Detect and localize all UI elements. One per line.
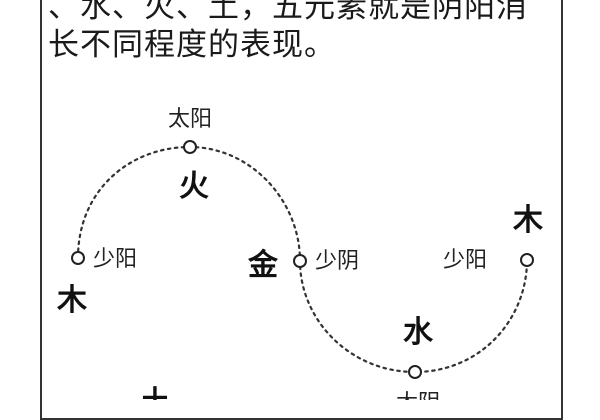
element-water: 水 (403, 315, 434, 350)
paragraph-line-2: 长不同程度的表现。 (48, 27, 336, 63)
node-marker-shaoyang-left (71, 251, 85, 265)
yin-yang-wave-diagram: 太阳 少阳 少阴 少阳 太阴 火 木 金 水 木 土 (56, 107, 543, 400)
node-marker-shaoyang-right (520, 253, 534, 267)
element-wood-left: 木 (56, 283, 87, 318)
node-marker-taiyin (408, 365, 422, 379)
intro-paragraph: 、水、火、土，五元素就是阴阳消 长不同程度的表现。 (48, 0, 558, 64)
node-marker-taiyang (183, 140, 197, 154)
element-metal: 金 (247, 248, 279, 283)
label-shaoyin: 少阴 (315, 249, 359, 274)
label-taiyin: 太阴 (396, 391, 440, 400)
label-shaoyang-right: 少阳 (443, 248, 487, 273)
label-shaoyang-left: 少阳 (93, 247, 137, 272)
paragraph-line-1: 、水、火、土，五元素就是阴阳消 (48, 0, 528, 25)
element-earth: 土 (140, 385, 170, 400)
label-taiyang: 太阳 (168, 107, 212, 132)
node-marker-shaoyin (293, 254, 307, 268)
element-fire: 火 (179, 169, 209, 204)
element-wood-right: 木 (512, 203, 543, 238)
